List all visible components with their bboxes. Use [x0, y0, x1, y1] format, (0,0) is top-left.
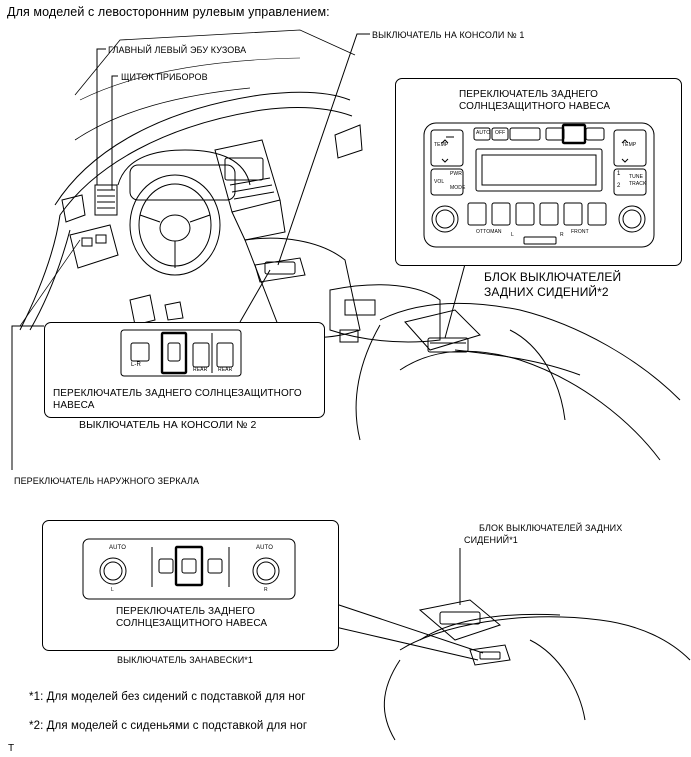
rear-seat-switch-block-part [427, 337, 469, 353]
leader-console-2-box [239, 269, 271, 323]
dashboard-top-line [54, 91, 351, 206]
console-switch-2-label: ВЫКЛЮЧАТЕЛЬ НА КОНСОЛИ № 2 [79, 419, 257, 431]
leader-mirror [11, 325, 44, 468]
body-ecu-block [94, 184, 118, 216]
rear-seat-block-b-label-l1: БЛОК ВЫКЛЮЧАТЕЛЕЙ ЗАДНИХ [479, 523, 623, 533]
footnote-1: *1: Для моделей без сидений с подставкой… [29, 691, 306, 703]
panel-temp-left-label[interactable]: TEMP [434, 142, 449, 148]
lr-button-label[interactable]: L-R [131, 362, 141, 368]
rear-sunshade-label-bot-l2: СОЛНЦЕЗАЩИТНОГО НАВЕСА [116, 618, 268, 629]
auto-right-label[interactable]: AUTO [256, 545, 273, 551]
leader-rear-block [444, 252, 469, 339]
instrument-cluster [117, 149, 251, 186]
panel-r-label: R [560, 232, 564, 238]
page-title: Для моделей с левосторонним рулевым упра… [7, 5, 330, 19]
rear-sunshade-label-top-l2: СОЛНЦЕЗАЩИТНОГО НАВЕСА [459, 101, 611, 112]
panel-ottoman-label: OTTOMAN [476, 229, 502, 235]
panel-vol-label[interactable]: VOL [434, 179, 445, 185]
rear-sunshade-switch-highlight-2 [160, 331, 188, 375]
rear-sunshade-switch-highlight-3 [174, 545, 204, 587]
leader-body-ecu [96, 48, 106, 185]
outer-mirror-label: ПЕРЕКЛЮЧАТЕЛЬ НАРУЖНОГО ЗЕРКАЛА [14, 476, 200, 486]
rear-sunshade-label-mid-l2: НАВЕСА [53, 400, 95, 411]
rear-armrest [404, 309, 481, 351]
curtain-switch-panel [82, 538, 296, 600]
rear-armrest-bottom [418, 599, 502, 641]
rear-control-panel [423, 122, 655, 248]
curtain-switch-part [469, 644, 511, 666]
panel-mode-label[interactable]: MODE [450, 185, 466, 191]
panel-pwr-label[interactable]: PWR [450, 171, 462, 177]
rear-seat-bottom [399, 616, 691, 661]
panel-two-label[interactable]: 2 [617, 183, 621, 189]
rear-sunshade-label-top-l1: ПЕРЕКЛЮЧАТЕЛЬ ЗАДНЕГО [459, 89, 599, 100]
right-knob-label: R [264, 587, 268, 593]
corner-mark: T [8, 743, 15, 754]
leader-curtain-a [329, 601, 484, 654]
panel-l-label: L [511, 232, 514, 238]
rear-seat-block-label-l2: ЗАДНИХ СИДЕНИЙ*2 [484, 285, 609, 299]
leader-console-1 [277, 33, 370, 266]
panel-auto-label[interactable]: AUTO [476, 130, 491, 136]
panel-track-label[interactable]: TRACK [629, 181, 647, 187]
panel-tune-label[interactable]: TUNE [629, 174, 644, 180]
body-ecu-label: ГЛАВНЫЙ ЛЕВЫЙ ЭБУ КУЗОВА [108, 45, 247, 55]
rear-sunshade-label-bot-l1: ПЕРЕКЛЮЧАТЕЛЬ ЗАДНЕГО [116, 606, 256, 617]
console-switch-2-inset: L-R REAR REAR ПЕРЕКЛЮЧАТЕЛЬ ЗАДНЕГО СОЛН… [44, 322, 325, 418]
footnote-2: *2: Для моделей с сиденьями с подставкой… [29, 720, 308, 732]
panel-off-label[interactable]: OFF [495, 130, 506, 136]
panel-one-label[interactable]: 1 [617, 171, 621, 177]
rear-sunshade-switch-highlight [561, 123, 587, 145]
rear-sunshade-label-mid-l1: ПЕРЕКЛЮЧАТЕЛЬ ЗАДНЕГО СОЛНЦЕЗАЩИТНОГО [53, 388, 302, 399]
instrument-panel-label: ЩИТОК ПРИБОРОВ [121, 72, 208, 82]
rear-seat-block-b-label-l2: СИДЕНИЙ*1 [464, 535, 518, 545]
curtain-switch-label: ВЫКЛЮЧАТЕЛЬ ЗАНАВЕСКИ*1 [117, 655, 253, 665]
rear-control-inset: ПЕРЕКЛЮЧАТЕЛЬ ЗАДНЕГО СОЛНЦЕЗАЩИТНОГО НА… [395, 78, 682, 266]
console-switch-1-label: ВЫКЛЮЧАТЕЛЬ НА КОНСОЛИ № 1 [372, 30, 525, 40]
steering-wheel [129, 174, 221, 276]
panel-temp-right-label[interactable]: TEMP [622, 142, 637, 148]
rear-button-label-2[interactable]: REAR [218, 367, 233, 373]
left-knob-label: L [111, 587, 114, 593]
rear-button-label-1[interactable]: REAR [193, 367, 208, 373]
panel-front-label: FRONT [571, 229, 589, 235]
auto-left-label[interactable]: AUTO [109, 545, 126, 551]
display-screen [475, 148, 603, 192]
rear-seat-top [379, 302, 681, 401]
console-switch-1-part [264, 261, 296, 275]
leader-instrument [111, 75, 118, 190]
rear-seat-block-label-l1: БЛОК ВЫКЛЮЧАТЕЛЕЙ [484, 270, 622, 284]
curtain-switch-inset: AUTO AUTO L R ПЕРЕКЛЮЧАТЕЛЬ ЗАДНЕГО СОЛН… [42, 520, 339, 651]
console-switch-2-panel [120, 329, 242, 377]
